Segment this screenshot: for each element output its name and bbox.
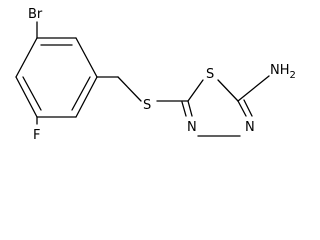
atom-amine: NH2 bbox=[270, 63, 296, 81]
bond-ring-a bbox=[15, 37, 38, 78]
bond-s1-c2 bbox=[217, 79, 239, 102]
molecule-diagram: Br F S S N N NH2 bbox=[15, 7, 296, 143]
amine-label-main: NH bbox=[270, 63, 290, 78]
bond-n4-c5 bbox=[187, 100, 193, 117]
atom-fluorine: F bbox=[33, 128, 40, 143]
atom-nitrogen-1: N bbox=[245, 120, 255, 135]
double-bond-c2-n3 bbox=[243, 99, 253, 117]
structure-canvas: Br F S S N N NH2 bbox=[15, 7, 296, 143]
bond-ring-d bbox=[75, 76, 98, 118]
bond-c2-nh2 bbox=[237, 75, 270, 102]
bond-c2-n3 bbox=[237, 100, 247, 117]
amine-label-subscript: 2 bbox=[290, 70, 296, 81]
atom-bromine: Br bbox=[28, 7, 43, 22]
bond-c5-s1 bbox=[187, 79, 204, 102]
double-bond-inner-2 bbox=[22, 76, 42, 111]
bond-ch2-sulfur bbox=[117, 76, 142, 102]
bond-ring-e bbox=[75, 37, 98, 78]
double-bond-c5-n4 bbox=[181, 101, 187, 117]
bond-ring-b bbox=[15, 76, 38, 118]
atom-sulfur-ring: S bbox=[206, 67, 214, 82]
atom-sulfur-thioether: S bbox=[143, 98, 151, 113]
atom-nitrogen-2: N bbox=[187, 120, 197, 135]
double-bond-inner-3 bbox=[71, 76, 91, 111]
